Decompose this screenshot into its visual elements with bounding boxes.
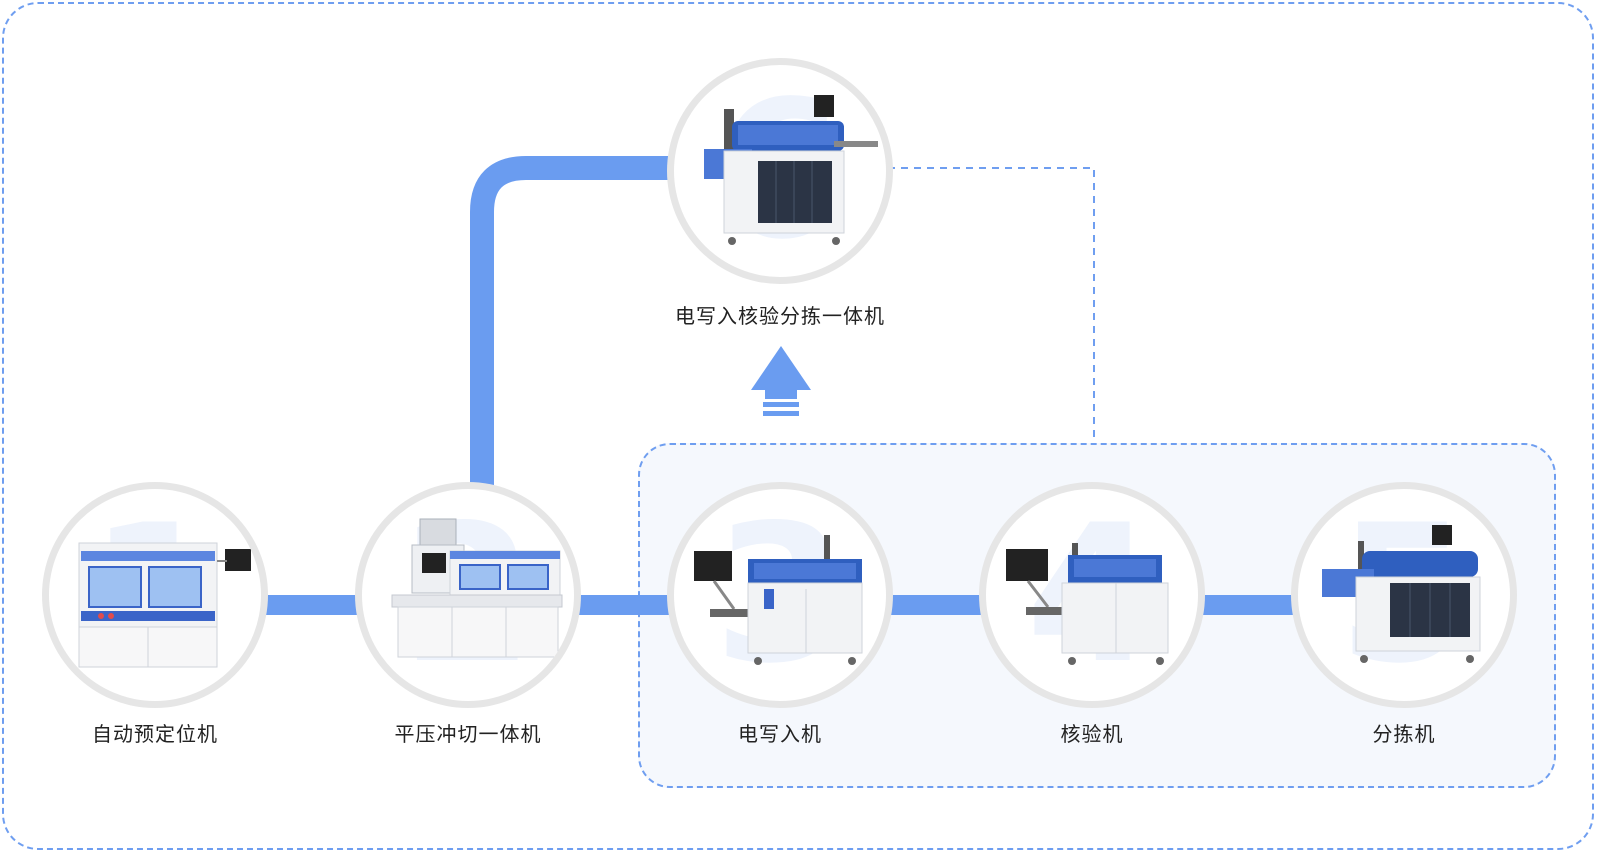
electric-writing-machine-icon <box>694 535 863 665</box>
process-node-2: 2 <box>355 482 581 708</box>
node-label-5: 分拣机 <box>1372 722 1436 746</box>
sorting-machine-icon <box>1322 525 1481 663</box>
flat-press-die-cutting-machine-icon <box>391 518 563 658</box>
process-node-1: 1 <box>42 482 268 708</box>
process-node-3: 3 <box>667 482 893 708</box>
up-arrow-icon <box>751 346 811 416</box>
node-label-3: 电写入机 <box>738 722 822 746</box>
verification-machine-icon <box>1006 543 1169 665</box>
node-label-2: 平压冲切一体机 <box>394 722 542 746</box>
node-label-1: 自动预定位机 <box>92 722 218 746</box>
process-node-6: 6 <box>667 58 893 284</box>
node-label-6: 电写入核验分拣一体机 <box>675 304 885 328</box>
connector-2-6 <box>470 156 672 486</box>
integrated-writing-verification-sorting-machine-icon <box>704 95 878 245</box>
dashed-link-6-group <box>888 167 1095 443</box>
process-node-5: 5 <box>1291 482 1517 708</box>
node-label-4: 核验机 <box>1060 722 1124 746</box>
auto-positioning-machine-icon <box>78 542 251 668</box>
process-node-4: 4 <box>979 482 1205 708</box>
